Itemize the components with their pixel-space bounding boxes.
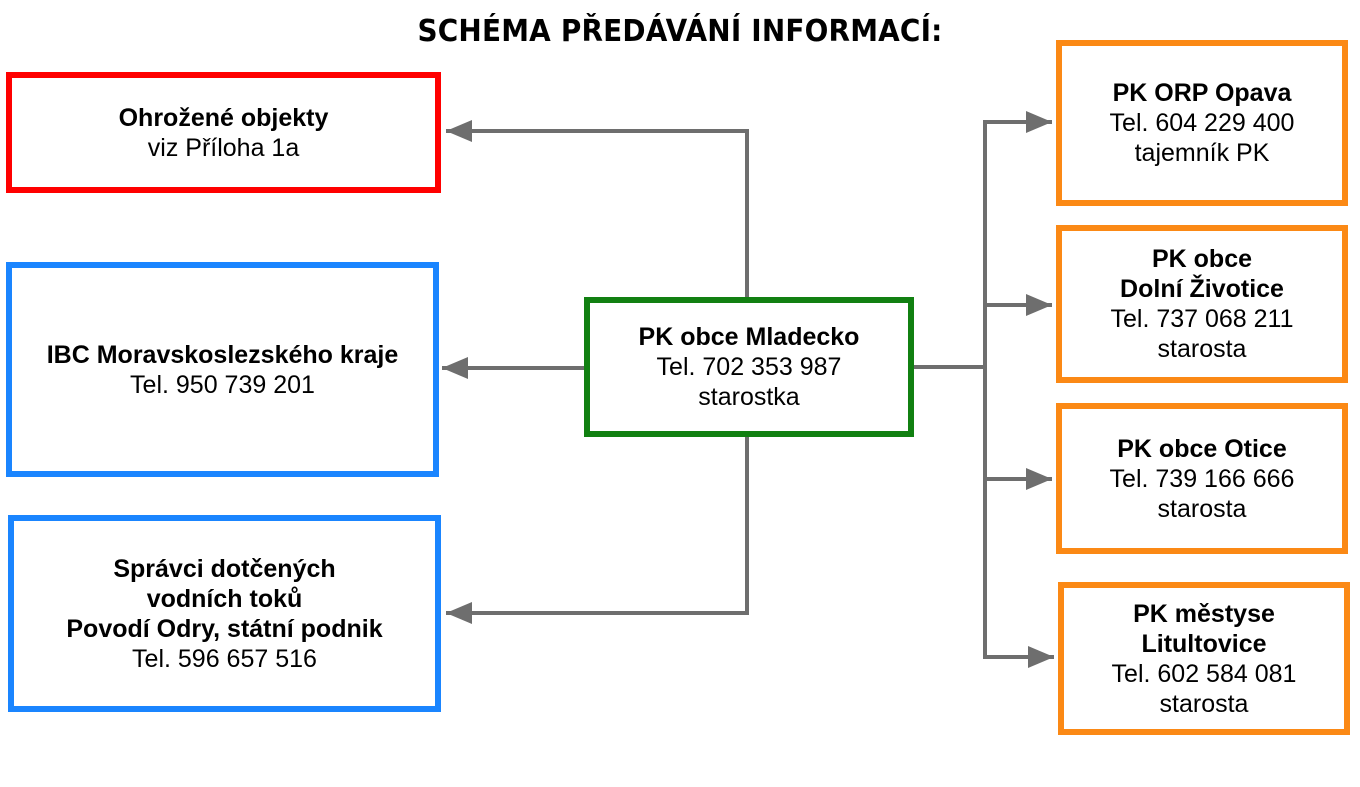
arrowhead-to-otice xyxy=(1026,468,1052,490)
node-detail-line: starosta xyxy=(1157,335,1247,363)
diagram-title: SCHÉMA PŘEDÁVÁNÍ INFORMACÍ: xyxy=(417,14,943,49)
node-detail-line: Tel. 737 068 211 xyxy=(1110,305,1294,333)
node-detail-line: Tel. 950 739 201 xyxy=(130,370,315,399)
node-detail-line: starosta xyxy=(1159,689,1249,718)
node-heading-line: IBC Moravskoslezského kraje xyxy=(46,340,399,369)
node-detail-line: Tel. 739 166 666 xyxy=(1109,464,1295,493)
node-heading-line: PK ORP Opava xyxy=(1112,79,1292,107)
arrowhead-to-dolni xyxy=(1026,294,1052,316)
connector-mladecko-to-opava xyxy=(914,120,1052,369)
node-heading-line: vodních toků xyxy=(146,584,303,613)
node-heading-line: Dolní Životice xyxy=(1120,275,1284,303)
connector-mladecko-to-spravci xyxy=(446,437,749,615)
arrowhead-to-litultovice xyxy=(1028,646,1054,668)
node-heading-line: Litultovice xyxy=(1141,629,1267,658)
node-detail-line: Tel. 702 353 987 xyxy=(656,353,842,381)
arrowhead-to-ibc xyxy=(442,357,468,379)
node-heading-line: PK obce xyxy=(1151,245,1253,273)
node-heading-line: PK obce Otice xyxy=(1117,434,1287,463)
node-detail-line: Tel. 602 584 081 xyxy=(1111,659,1297,688)
node-heading-line: Povodí Odry, státní podnik xyxy=(66,614,383,643)
node-detail-line: starosta xyxy=(1157,494,1247,523)
node-heading-line: Ohrožené objekty xyxy=(118,103,329,132)
arrowhead-to-ohrozene xyxy=(446,120,472,142)
node-detail-line: tajemník PK xyxy=(1134,139,1270,167)
node-detail-line: starostka xyxy=(698,383,800,411)
connector-mladecko-to-litultovice xyxy=(983,479,1054,659)
connector-mladecko-to-otice xyxy=(983,367,1052,481)
node-detail-line: Tel. 604 229 400 xyxy=(1109,109,1295,137)
node-detail-line: viz Příloha 1a xyxy=(147,133,300,162)
connector-mladecko-to-ohrozene xyxy=(446,129,749,297)
node-heading-line: PK obce Mladecko xyxy=(638,323,860,351)
arrowhead-to-opava xyxy=(1026,111,1052,133)
arrowhead-to-spravci xyxy=(446,602,472,624)
node-detail-line: Tel. 596 657 516 xyxy=(132,644,317,673)
node-heading-line: PK městyse xyxy=(1133,599,1275,628)
node-heading-line: Správci dotčených xyxy=(113,554,336,583)
